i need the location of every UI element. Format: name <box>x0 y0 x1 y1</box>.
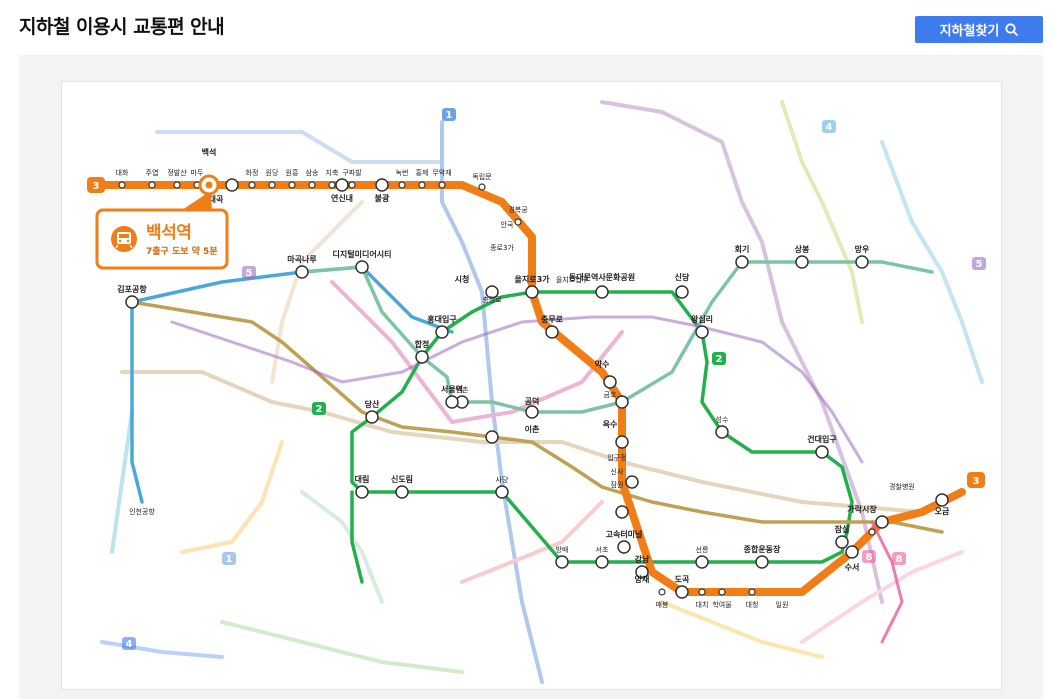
svg-text:대치: 대치 <box>696 600 709 609</box>
svg-text:1: 1 <box>226 554 233 565</box>
search-icon <box>1005 23 1019 36</box>
svg-text:당산: 당산 <box>365 399 380 409</box>
svg-text:연신내: 연신내 <box>331 193 353 203</box>
svg-text:신사: 신사 <box>611 467 624 476</box>
svg-text:건대입구: 건대입구 <box>807 434 837 444</box>
svg-text:대림: 대림 <box>355 474 370 484</box>
svg-text:옥수: 옥수 <box>603 419 618 429</box>
svg-text:2: 2 <box>316 404 323 415</box>
svg-text:일원: 일원 <box>776 600 789 609</box>
svg-text:신당: 신당 <box>675 272 690 282</box>
svg-text:경복궁: 경복궁 <box>508 205 528 214</box>
svg-text:정발산: 정발산 <box>167 168 187 177</box>
svg-text:강남: 강남 <box>635 554 650 564</box>
svg-text:합정: 합정 <box>415 339 430 349</box>
svg-text:종로3가: 종로3가 <box>490 243 514 252</box>
svg-text:가락시장: 가락시장 <box>847 504 877 514</box>
svg-text:잠원: 잠원 <box>611 480 624 489</box>
subway-train-icon <box>111 226 137 252</box>
svg-text:사당: 사당 <box>496 475 509 484</box>
svg-text:녹번: 녹번 <box>396 168 409 177</box>
find-subway-button[interactable]: 지하철찾기 <box>915 16 1043 43</box>
svg-text:3: 3 <box>973 476 980 487</box>
svg-text:8: 8 <box>896 554 903 565</box>
svg-text:8: 8 <box>866 552 873 563</box>
svg-text:잠실: 잠실 <box>835 524 850 534</box>
svg-text:매봉: 매봉 <box>656 601 669 609</box>
svg-text:서울역: 서울역 <box>441 384 463 394</box>
svg-text:을지로3가: 을지로3가 <box>514 274 550 284</box>
svg-text:공덕: 공덕 <box>525 396 540 406</box>
svg-text:백석: 백석 <box>202 147 217 157</box>
svg-text:망우: 망우 <box>855 244 870 254</box>
svg-text:2: 2 <box>716 354 723 365</box>
find-subway-button-label: 지하철찾기 <box>939 24 1000 39</box>
svg-text:동대문역사문화공원: 동대문역사문화공원 <box>569 272 635 282</box>
svg-text:마두: 마두 <box>191 168 204 177</box>
svg-text:시청: 시청 <box>455 274 470 284</box>
svg-text:이촌: 이촌 <box>525 424 540 434</box>
svg-text:수서: 수서 <box>845 562 860 572</box>
svg-text:선릉: 선릉 <box>696 545 709 554</box>
svg-text:인천공항: 인천공항 <box>129 507 155 516</box>
svg-text:화정: 화정 <box>246 168 259 177</box>
svg-text:대곡: 대곡 <box>209 194 224 204</box>
svg-text:약수: 약수 <box>595 359 610 369</box>
svg-text:불광: 불광 <box>375 193 390 203</box>
svg-text:경찰병원: 경찰병원 <box>889 482 915 491</box>
svg-text:구파발: 구파발 <box>342 168 362 177</box>
svg-text:신촌: 신촌 <box>456 385 469 394</box>
svg-text:4: 4 <box>826 122 833 133</box>
svg-text:오금: 오금 <box>935 507 950 516</box>
page-title: 지하철 이용시 교통편 안내 <box>19 16 225 38</box>
svg-text:디지털미디어시티: 디지털미디어시티 <box>333 249 392 259</box>
svg-text:주엽: 주엽 <box>146 168 159 177</box>
svg-text:5: 5 <box>246 268 253 279</box>
svg-text:홍대입구: 홍대입구 <box>427 314 457 324</box>
svg-text:상봉: 상봉 <box>795 244 810 254</box>
svg-text:1: 1 <box>446 110 453 121</box>
svg-text:종합운동장: 종합운동장 <box>744 544 781 554</box>
station-callout <box>95 172 229 270</box>
svg-text:서초: 서초 <box>596 545 609 554</box>
svg-text:원당: 원당 <box>266 168 279 177</box>
svg-text:고속터미널: 고속터미널 <box>606 529 643 539</box>
svg-text:4: 4 <box>126 639 133 650</box>
svg-text:마곡나루: 마곡나루 <box>287 254 317 264</box>
callout-detail: 7출구 도보 약 5분 <box>146 247 218 257</box>
svg-text:5: 5 <box>976 259 983 270</box>
svg-text:지축: 지축 <box>326 168 339 177</box>
svg-text:신도림: 신도림 <box>391 474 413 484</box>
svg-text:압구정: 압구정 <box>607 453 626 462</box>
svg-text:김포공항: 김포공항 <box>117 284 147 294</box>
svg-text:방배: 방배 <box>556 545 569 554</box>
svg-text:삼송: 삼송 <box>306 168 319 177</box>
svg-text:금호: 금호 <box>604 391 617 399</box>
svg-text:3: 3 <box>93 181 100 192</box>
svg-text:대청: 대청 <box>746 601 759 609</box>
svg-text:독립문: 독립문 <box>472 173 492 181</box>
svg-text:을지로입구: 을지로입구 <box>556 275 589 284</box>
svg-text:왕십리: 왕십리 <box>691 314 713 324</box>
svg-text:충정로: 충정로 <box>482 295 502 304</box>
svg-text:충무로: 충무로 <box>541 314 564 324</box>
svg-text:성수: 성수 <box>716 415 729 424</box>
svg-text:안국: 안국 <box>501 220 514 229</box>
svg-text:도곡: 도곡 <box>675 575 690 584</box>
svg-text:무악재: 무악재 <box>432 169 451 177</box>
callout-station-name: 백석역 <box>146 223 192 243</box>
svg-text:원흥: 원흥 <box>286 168 299 177</box>
svg-text:학여울: 학여울 <box>712 600 732 609</box>
svg-text:홍제: 홍제 <box>416 168 429 177</box>
svg-text:대화: 대화 <box>116 169 129 177</box>
svg-text:회기: 회기 <box>735 244 750 254</box>
svg-text:양재: 양재 <box>635 574 650 584</box>
